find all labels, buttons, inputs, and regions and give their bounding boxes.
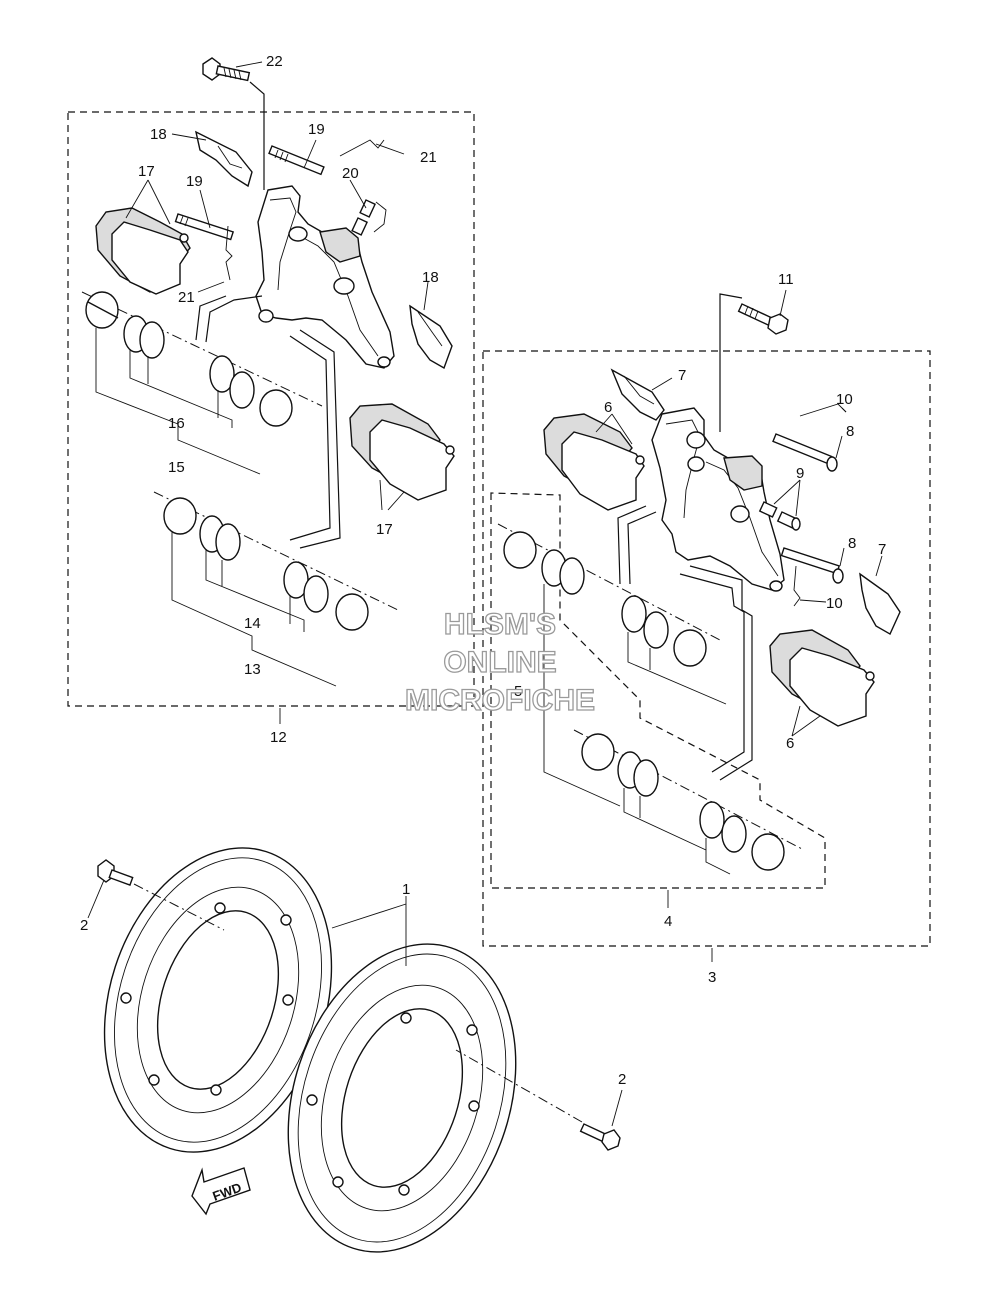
label-5: 5 — [514, 683, 522, 700]
fluid-path-left — [205, 295, 341, 549]
label-19-top: 19 — [308, 121, 325, 138]
piston-set-lower-right — [573, 729, 805, 875]
pad-pin-8-lower — [780, 547, 844, 584]
piston-set-lower-left — [153, 491, 399, 687]
pad-spring-18-top — [194, 130, 253, 188]
label-13: 13 — [244, 661, 261, 678]
label-8-upper: 8 — [846, 423, 854, 440]
piston-set-upper-right — [497, 523, 727, 807]
label-4: 4 — [664, 913, 672, 930]
label-18-top: 18 — [150, 126, 167, 143]
brake-pads-6-upper — [543, 413, 645, 511]
label-11: 11 — [778, 271, 794, 288]
label-15: 15 — [168, 459, 185, 476]
clip-21-side — [225, 225, 233, 281]
label-14: 14 — [244, 615, 261, 632]
watermark-line-3: MICROFICHE — [405, 684, 595, 717]
brake-disc-right — [287, 943, 517, 1253]
brake-pads-6-lower — [769, 629, 875, 727]
clip-21-top — [339, 139, 385, 157]
label-6-lower: 6 — [786, 735, 794, 752]
label-1: 1 — [402, 881, 410, 898]
label-12: 12 — [270, 729, 287, 746]
label-22: 22 — [266, 53, 283, 70]
label-7-lower: 7 — [878, 541, 886, 558]
label-3: 3 — [708, 969, 716, 986]
label-18-right: 18 — [422, 269, 439, 286]
label-21-top: 21 — [420, 149, 437, 166]
watermark-line-1: HLSM'S — [444, 608, 556, 641]
brake-pads-17-lower — [349, 403, 455, 501]
caliper-assembly-box-3 — [482, 350, 931, 947]
label-17-top: 17 — [138, 163, 155, 180]
piston-set-upper-left — [81, 291, 323, 475]
label-19-side: 19 — [186, 173, 203, 190]
label-17-lower: 17 — [376, 521, 393, 538]
label-2-right: 2 — [618, 1071, 626, 1088]
caliper-assembly-box-12 — [67, 111, 475, 707]
disc-bolt-2-right — [579, 1123, 621, 1151]
bolt-11 — [737, 303, 789, 335]
pad-pin-19-top — [268, 145, 325, 176]
pad-spring-7-lower — [859, 572, 901, 635]
watermark: HLSM'S ONLINE MICROFICHE — [404, 607, 595, 717]
pad-spring-7-upper — [610, 368, 665, 421]
pad-spring-18-right — [409, 304, 453, 370]
label-21-side: 21 — [178, 289, 195, 306]
watermark-line-2: ONLINE — [443, 646, 556, 679]
bleed-screw-9 — [758, 501, 801, 531]
forward-arrow-icon: FWD — [191, 1167, 251, 1216]
label-10-lower: 10 — [826, 595, 843, 612]
label-20: 20 — [342, 165, 359, 182]
brake-pads-17-upper — [95, 207, 191, 295]
label-6-upper: 6 — [604, 399, 612, 416]
label-16: 16 — [168, 415, 185, 432]
disc-bolt-2-left — [97, 859, 134, 886]
label-2-left: 2 — [80, 917, 88, 934]
label-9: 9 — [796, 465, 804, 482]
bolt-22 — [202, 57, 251, 82]
clip-10-lower — [793, 565, 801, 607]
pad-pin-19-side — [174, 213, 235, 241]
caliper-body-right — [651, 407, 785, 592]
bleed-screw-20 — [351, 199, 387, 236]
pad-pin-8-upper — [772, 433, 838, 472]
brake-disc-left — [103, 847, 333, 1153]
caliper-body-left — [255, 185, 395, 369]
label-10-upper: 10 — [836, 391, 853, 408]
label-8-lower: 8 — [848, 535, 856, 552]
fluid-path-right — [627, 511, 753, 781]
label-7-upper: 7 — [678, 367, 686, 384]
